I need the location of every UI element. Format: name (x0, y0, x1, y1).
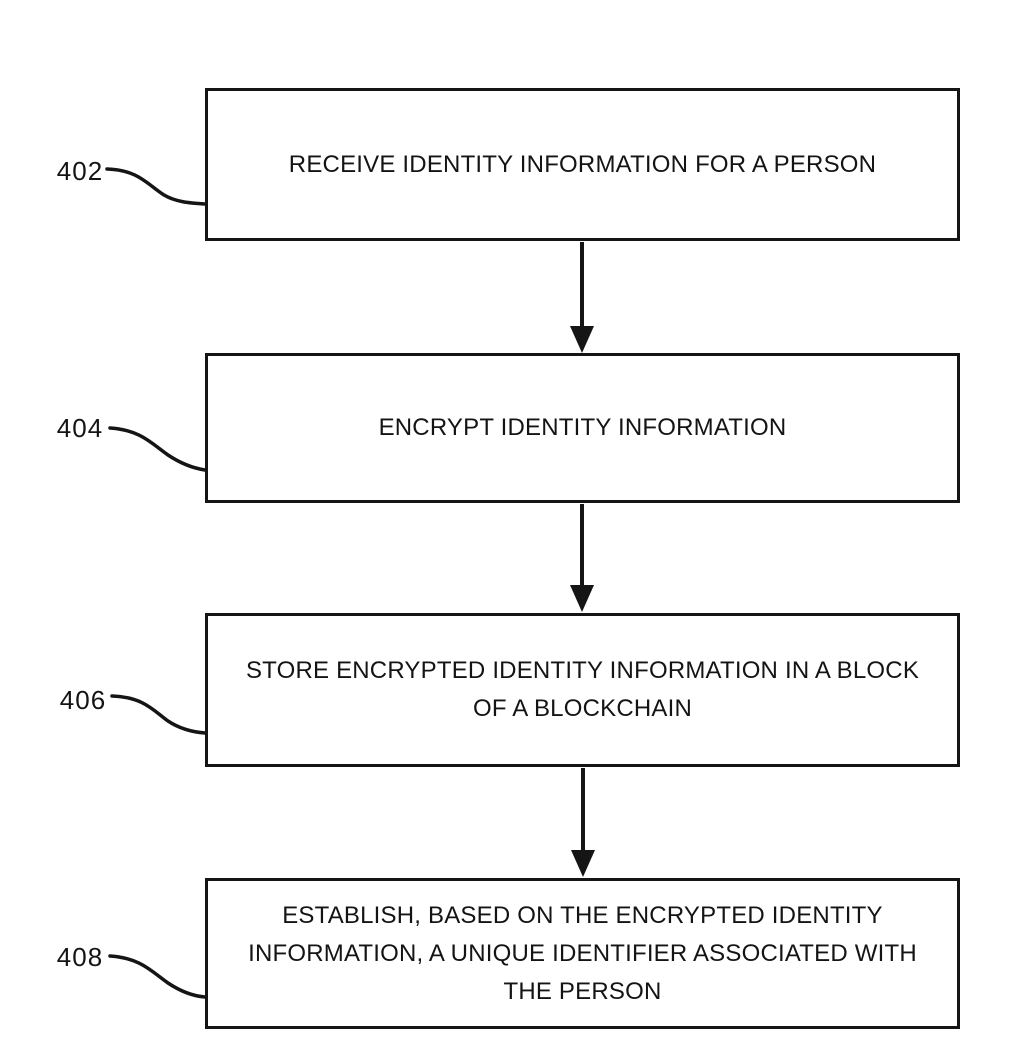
step-text-line: THE PERSON (503, 977, 662, 1005)
step-text-406: STORE ENCRYPTED IDENTITY INFORMATION IN … (246, 652, 919, 728)
step-ref-402: 402 (56, 156, 104, 186)
step-text-404: ENCRYPT IDENTITY INFORMATION (379, 409, 787, 447)
step-text-line: INFORMATION, A UNIQUE IDENTIFIER ASSOCIA… (248, 939, 917, 967)
step-box-406: STORE ENCRYPTED IDENTITY INFORMATION IN … (205, 613, 960, 767)
step-box-408: ESTABLISH, BASED ON THE ENCRYPTED IDENTI… (205, 878, 960, 1029)
arrowhead-icon (571, 850, 595, 877)
step-ref-404: 404 (56, 413, 104, 443)
flow-arrow-406-408 (571, 768, 595, 877)
step-text-line: STORE ENCRYPTED IDENTITY INFORMATION IN … (245, 657, 920, 684)
step-text-line: ENCRYPT IDENTITY INFORMATION (378, 414, 787, 441)
step-box-402: RECEIVE IDENTITY INFORMATION FOR A PERSO… (205, 88, 960, 241)
step-text-line: ESTABLISH, BASED ON THE ENCRYPTED IDENTI… (282, 901, 883, 929)
arrowhead-icon (570, 326, 594, 353)
flow-arrow-402-404 (570, 242, 594, 353)
leader-line-402 (105, 167, 207, 206)
step-box-404: ENCRYPT IDENTITY INFORMATION (205, 353, 960, 503)
leader-line-408 (108, 954, 207, 999)
step-text-line: RECEIVE IDENTITY INFORMATION FOR A PERSO… (288, 150, 877, 178)
step-ref-408: 408 (56, 942, 104, 972)
step-text-line: OF A BLOCKCHAIN (472, 695, 693, 722)
arrowhead-icon (570, 585, 594, 612)
flow-arrow-404-406 (570, 504, 594, 612)
step-text-402: RECEIVE IDENTITY INFORMATION FOR A PERSO… (289, 146, 876, 184)
step-text-408: ESTABLISH, BASED ON THE ENCRYPTED IDENTI… (248, 897, 917, 1011)
leader-line-404 (108, 426, 207, 472)
leader-line-406 (110, 694, 207, 735)
step-ref-406: 406 (59, 685, 107, 715)
